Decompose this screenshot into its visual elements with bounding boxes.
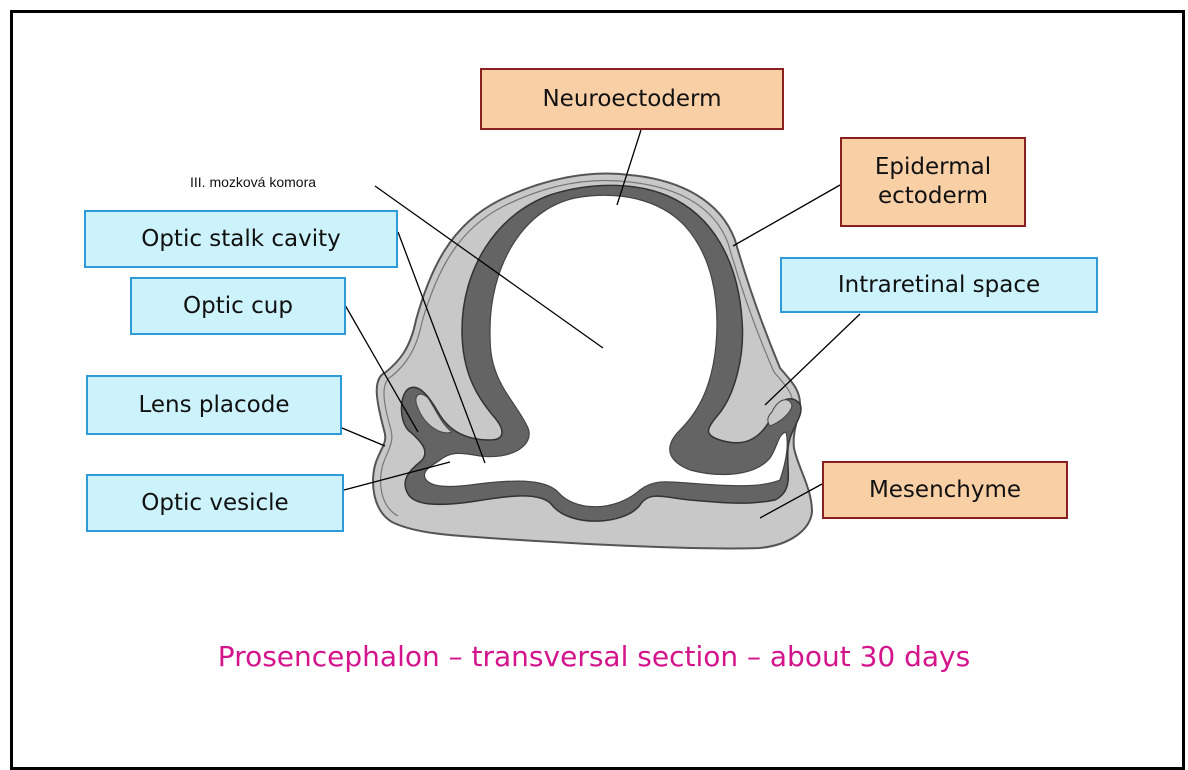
label-optic-cup: Optic cup (130, 277, 346, 335)
label-optic-vesicle: Optic vesicle (86, 474, 344, 532)
label-epidermal-ectoderm: Epidermal ectoderm (840, 137, 1026, 227)
leader-lens-placode (342, 428, 385, 446)
label-intraretinal-space: Intraretinal space (780, 257, 1098, 313)
slide-caption: Prosencephalon – transversal section – a… (0, 640, 1188, 673)
label-mesenchyme: Mesenchyme (822, 461, 1068, 519)
label-neuroectoderm: Neuroectoderm (480, 68, 784, 130)
leader-epidermal (733, 185, 840, 246)
label-optic-stalk-cavity: Optic stalk cavity (84, 210, 398, 268)
label-third-ventricle: III. mozková komora (190, 174, 316, 190)
leader-intraretinal (765, 314, 860, 405)
label-lens-placode: Lens placode (86, 375, 342, 435)
